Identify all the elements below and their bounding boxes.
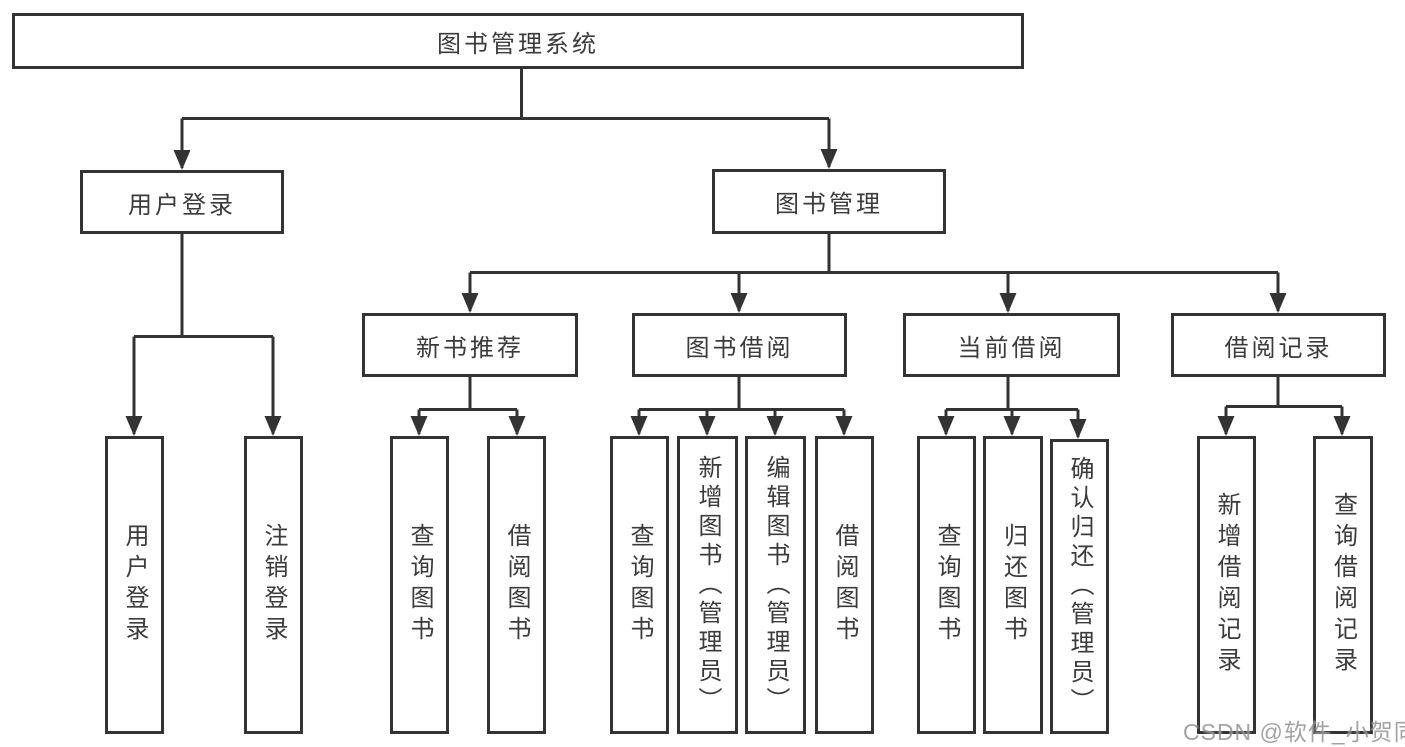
leaf-confirm-return-admin: 确认归还（管理员） [1050, 439, 1109, 734]
node-book-management: 图书管理 [712, 169, 946, 234]
leaf-query-book-2: 查询图书 [610, 436, 669, 734]
leaf-add-borrow-record: 新增借阅记录 [1197, 436, 1256, 734]
node-current-borrow: 当前借阅 [903, 313, 1120, 377]
leaf-query-book-1: 查询图书 [390, 436, 449, 734]
leaf-query-borrow-record-label: 查询借阅记录 [1329, 492, 1357, 678]
leaf-user-login: 用户登录 [105, 436, 164, 734]
connector-borrow-record-subtree [1224, 377, 1344, 434]
leaf-add-book-admin: 新增图书（管理员） [677, 436, 738, 734]
leaf-add-borrow-record-label: 新增借阅记录 [1213, 492, 1240, 678]
node-user-login: 用户登录 [80, 170, 284, 234]
node-book-borrow: 图书借阅 [632, 313, 847, 377]
node-borrow-record: 借阅记录 [1171, 313, 1386, 377]
connector-user-login-subtree [132, 234, 275, 434]
connector-book-borrow-subtree [637, 377, 846, 434]
leaf-edit-book-admin: 编辑图书（管理员） [745, 436, 806, 734]
leaf-add-book-admin-label: 新增图书（管理员） [694, 454, 721, 716]
leaf-logout-label: 注销登录 [260, 523, 287, 647]
leaf-borrow-book-1-label: 借阅图书 [503, 523, 530, 647]
connector-new-book-subtree [417, 377, 519, 434]
leaf-return-book-label: 归还图书 [999, 523, 1027, 647]
leaf-query-book-2-label: 查询图书 [626, 523, 653, 647]
connector-root-to-level1 [180, 68, 831, 168]
leaf-borrow-book-2: 借阅图书 [815, 436, 874, 734]
leaf-return-book: 归还图书 [983, 436, 1043, 734]
leaf-logout: 注销登录 [244, 436, 303, 734]
connector-book-mgmt-level2 [468, 234, 1280, 311]
leaf-borrow-book-2-label: 借阅图书 [831, 523, 858, 647]
leaf-query-book-3-label: 查询图书 [933, 523, 960, 647]
node-new-book-recommend: 新书推荐 [362, 313, 578, 377]
csdn-watermark: CSDN @软件_小贺同学 [1183, 719, 1405, 745]
leaf-query-book-3: 查询图书 [917, 436, 976, 734]
leaf-query-borrow-record: 查询借阅记录 [1313, 436, 1373, 734]
leaf-user-login-label: 用户登录 [121, 523, 148, 647]
leaf-confirm-return-admin-label: 确认归还（管理员） [1066, 456, 1093, 717]
leaf-borrow-book-1: 借阅图书 [487, 436, 546, 734]
node-book-management-system: 图书管理系统 [12, 13, 1024, 69]
arrowheads [125, 149, 1351, 439]
leaf-edit-book-admin-label: 编辑图书（管理员） [762, 454, 789, 716]
leaf-query-book-1-label: 查询图书 [406, 523, 433, 647]
